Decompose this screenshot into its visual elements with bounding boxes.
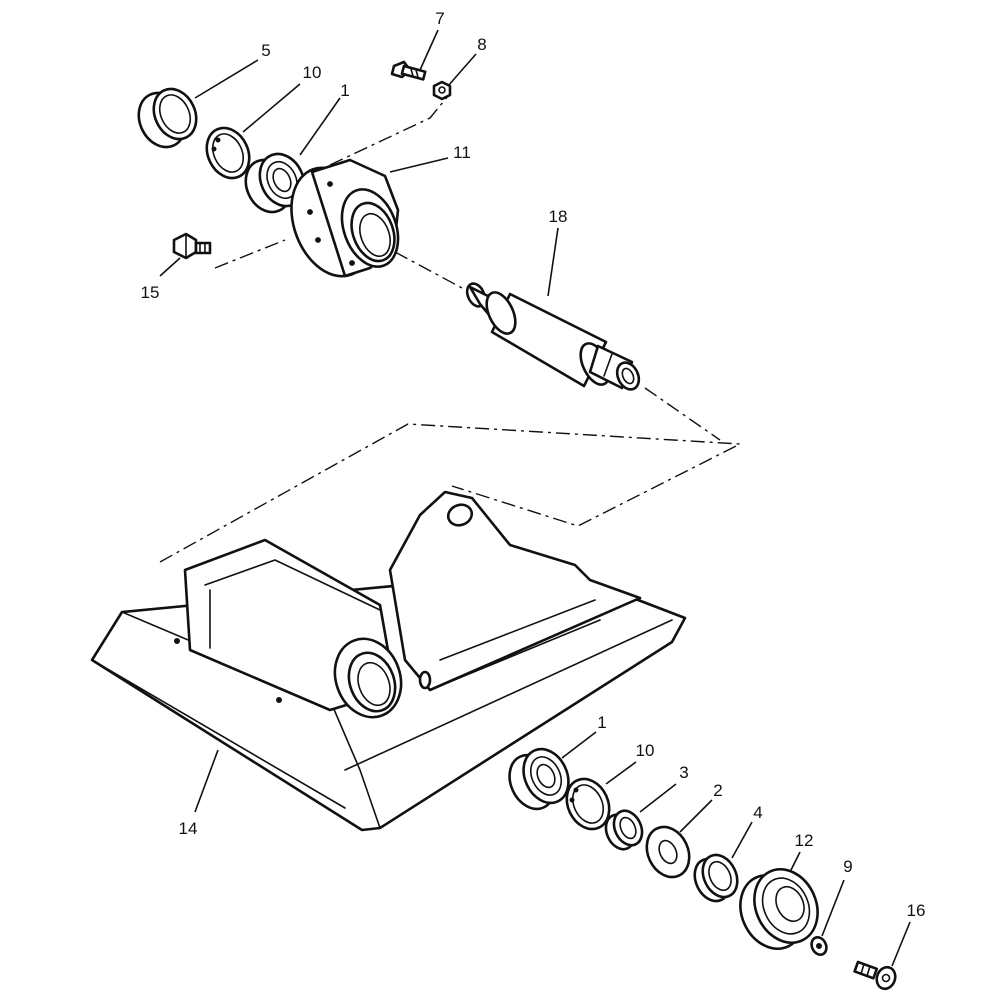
part-16-screw xyxy=(853,960,897,991)
callout-18: 18 xyxy=(549,207,568,226)
part-12-pulley xyxy=(739,868,819,950)
callout-10-top: 10 xyxy=(303,63,322,82)
part-18-shaft xyxy=(465,282,641,391)
callout-3: 3 xyxy=(679,763,688,782)
part-3-spacer xyxy=(604,809,644,851)
callout-7: 7 xyxy=(435,9,444,28)
callout-2: 2 xyxy=(713,781,722,800)
part-10-snap-ring-top xyxy=(205,126,251,180)
leader-lines xyxy=(159,29,911,967)
part-1-bearing-top xyxy=(244,152,306,214)
part-7-bolt xyxy=(390,60,427,81)
callout-12: 12 xyxy=(795,831,814,850)
callouts: 5 10 1 7 8 11 18 15 14 1 10 3 2 4 12 9 1… xyxy=(141,9,926,920)
callout-9: 9 xyxy=(843,857,852,876)
callout-4: 4 xyxy=(753,803,762,822)
part-1-bearing-bottom xyxy=(508,747,570,811)
part-5-ring xyxy=(137,87,198,149)
callout-10-bottom: 10 xyxy=(636,741,655,760)
part-10-snap-ring-bottom xyxy=(565,777,611,831)
callout-16: 16 xyxy=(907,901,926,920)
alignment-lines xyxy=(159,95,743,563)
part-14-base-plate xyxy=(90,490,687,832)
callout-11: 11 xyxy=(453,143,471,162)
callout-8: 8 xyxy=(477,35,486,54)
part-2-washer xyxy=(645,825,691,879)
callout-15: 15 xyxy=(141,283,160,302)
part-15-screw xyxy=(172,232,212,260)
part-9-lock-washer xyxy=(810,936,828,956)
callout-1-top: 1 xyxy=(340,81,349,100)
callout-1-bottom: 1 xyxy=(597,713,606,732)
callout-5: 5 xyxy=(261,41,270,60)
part-4-collar xyxy=(693,853,739,903)
callout-14: 14 xyxy=(179,819,198,838)
part-8-nut xyxy=(432,80,452,101)
part-11-bearing-housing xyxy=(290,158,400,278)
